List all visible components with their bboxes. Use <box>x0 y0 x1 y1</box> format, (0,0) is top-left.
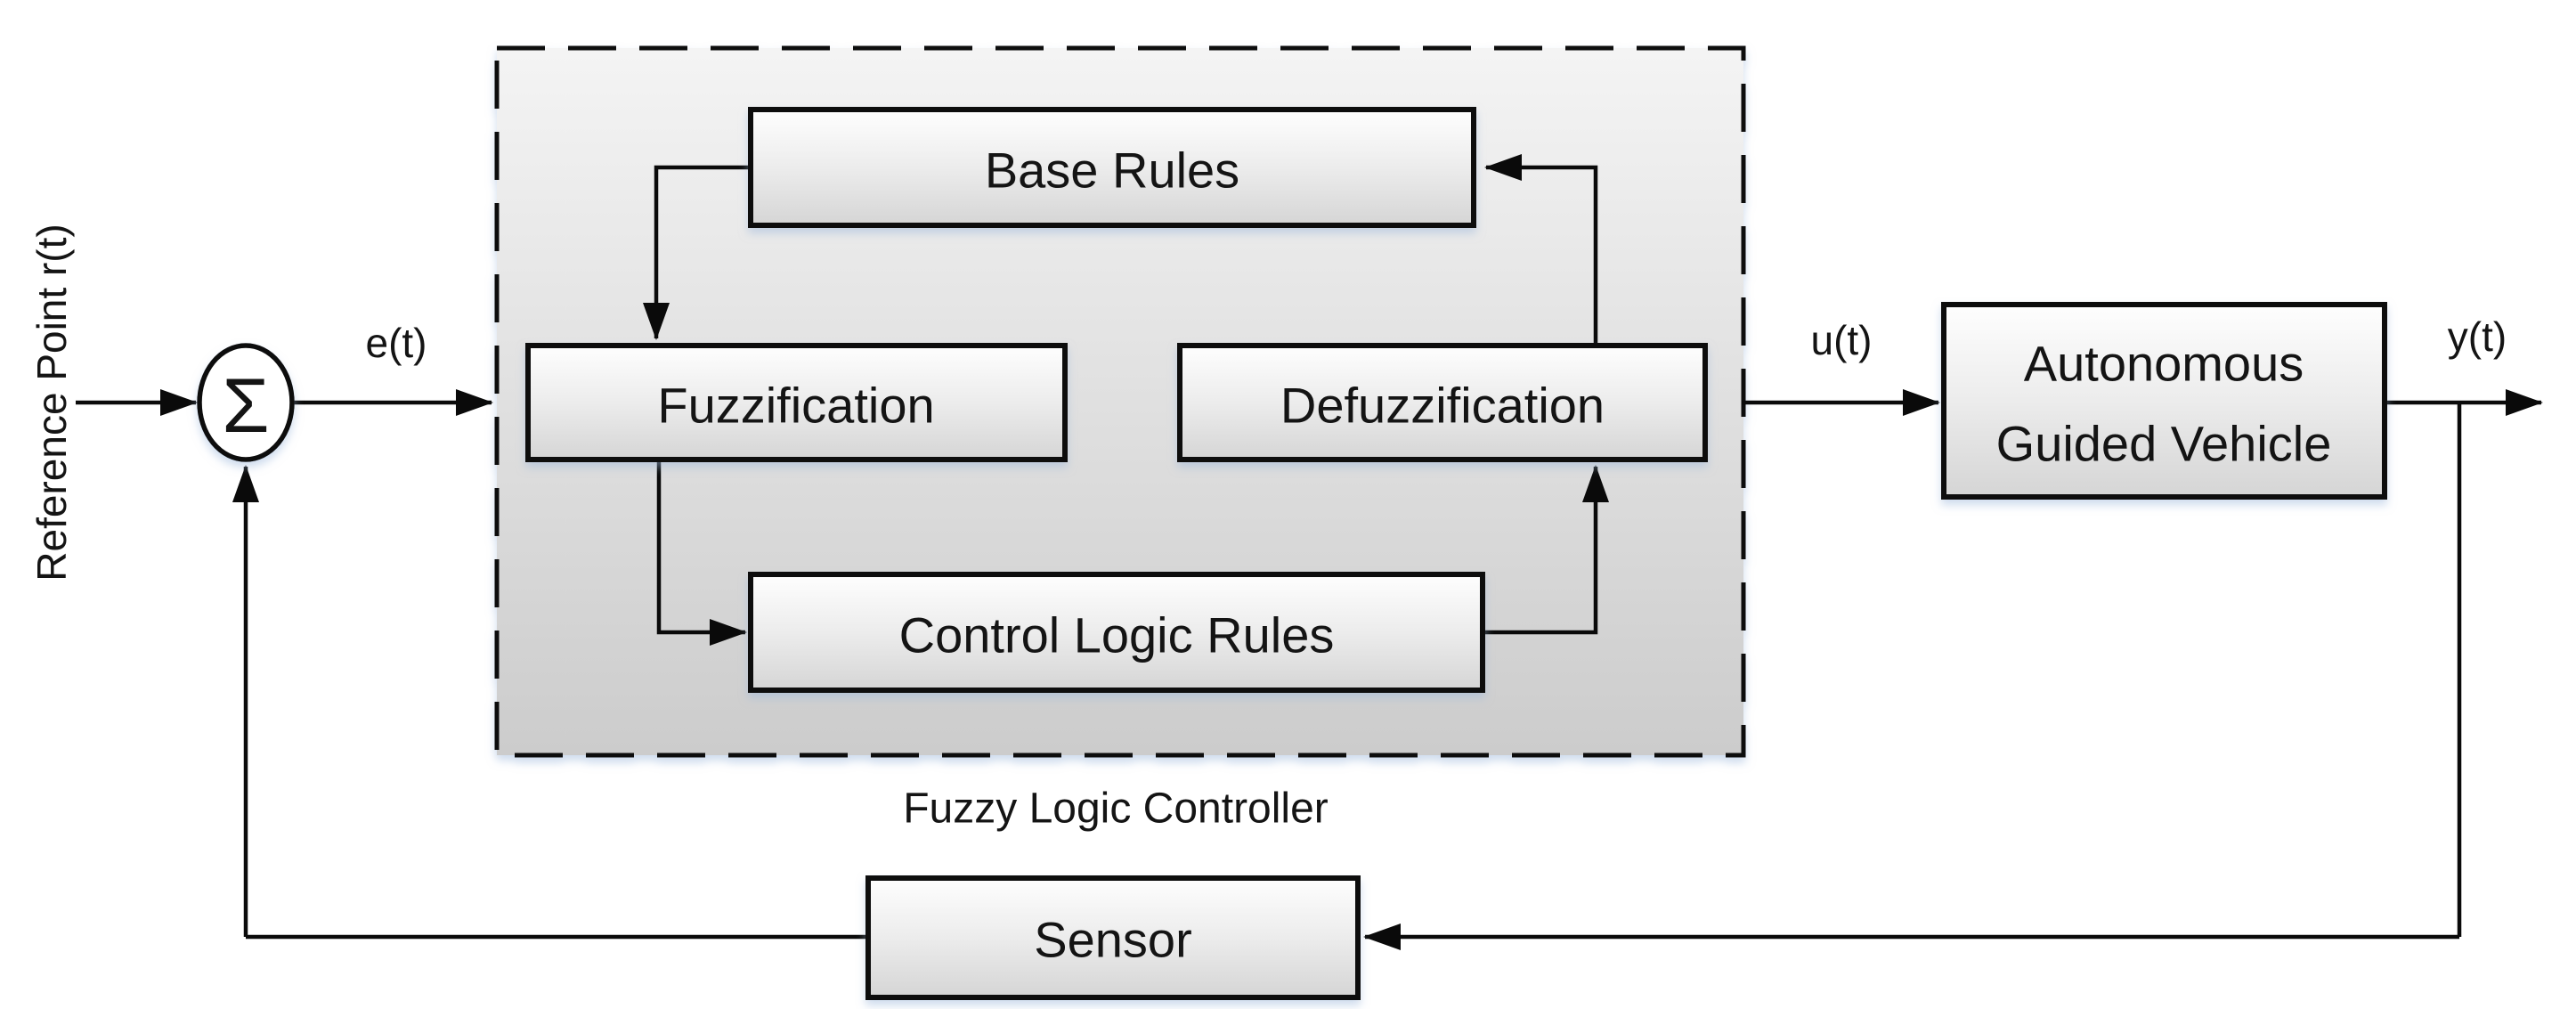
sensor-block <box>865 875 1361 1000</box>
control-logic-to-defuzzification-arrow <box>1483 465 1609 635</box>
base-rules-block <box>748 107 1476 228</box>
base-rules-label: Base Rules <box>985 142 1239 199</box>
output-signal-label: y(t) <box>2448 313 2507 360</box>
error-signal-label: e(t) <box>366 320 427 366</box>
plant-label-line1: Autonomous <box>2024 336 2304 392</box>
fuzzification-block <box>525 343 1068 462</box>
sigma-symbol: Σ <box>222 363 269 449</box>
reference-point-label: Reference Point r(t) <box>28 224 75 581</box>
sum-junction-circle <box>197 343 295 462</box>
base-rules-to-fuzzification-arrow <box>643 165 751 340</box>
defuzzification-block <box>1177 343 1708 462</box>
control-logic-rules-block <box>748 572 1485 693</box>
fuzzification-label: Fuzzification <box>657 378 934 434</box>
defuzzification-label: Defuzzification <box>1280 378 1605 434</box>
flc-caption: Fuzzy Logic Controller <box>903 785 1329 833</box>
control-logic-rules-label: Control Logic Rules <box>899 607 1335 663</box>
control-signal-label: u(t) <box>1811 317 1873 363</box>
plant-label-line2: Guided Vehicle <box>1996 416 2332 472</box>
sensor-label: Sensor <box>1034 912 1191 968</box>
fuzzification-to-control-logic-arrow <box>656 460 747 646</box>
plant-block <box>1941 302 2387 500</box>
defuzzification-to-base-rules-arrow <box>1484 154 1598 346</box>
